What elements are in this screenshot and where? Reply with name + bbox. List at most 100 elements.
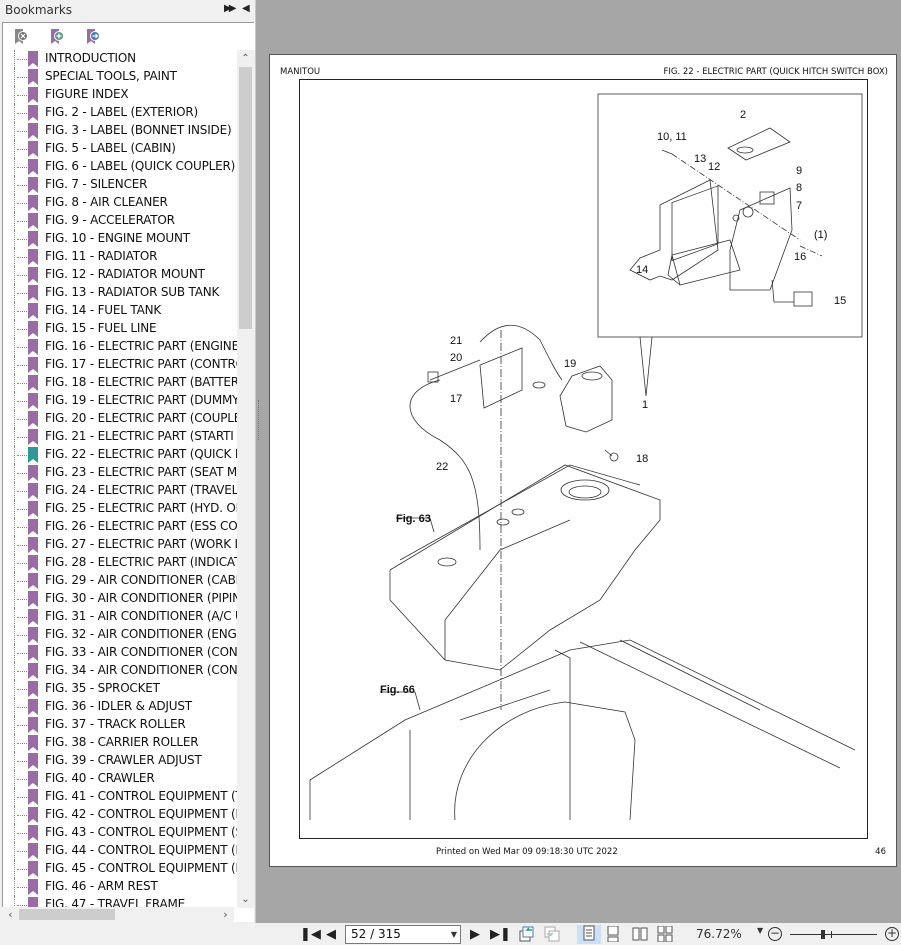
bookmark-item[interactable]: FIG. 7 - SILENCER [3, 176, 237, 194]
panel-options-icon[interactable]: ▶▶ [224, 3, 237, 14]
bookmark-item[interactable]: FIG. 46 - ARM REST [3, 878, 237, 896]
zoom-slider-handle[interactable] [821, 930, 825, 939]
page-dropdown-icon[interactable]: ▼ [450, 930, 457, 939]
bookmark-item[interactable]: FIG. 28 - ELECTRIC PART (INDICAT [3, 554, 237, 572]
bookmark-item[interactable]: FIG. 9 - ACCELERATOR [3, 212, 237, 230]
bookmark-item[interactable]: FIG. 22 - ELECTRIC PART (QUICK H [3, 446, 237, 464]
vertical-scroll-thumb[interactable] [239, 67, 252, 329]
continuous-facing-view-icon[interactable] [656, 925, 674, 943]
bookmark-item[interactable]: FIG. 44 - CONTROL EQUIPMENT (L [3, 842, 237, 860]
bookmark-icon [28, 771, 38, 787]
bookmark-label: FIG. 42 - CONTROL EQUIPMENT (E [45, 807, 237, 821]
tree-connector [17, 311, 27, 312]
bookmark-item[interactable]: FIG. 10 - ENGINE MOUNT [3, 230, 237, 248]
bookmark-label: FIG. 12 - RADIATOR MOUNT [45, 267, 205, 281]
scroll-right-icon[interactable]: › [223, 908, 228, 921]
bookmark-item[interactable]: FIG. 47 - TRAVEL FRAME [3, 896, 237, 908]
zoom-out-icon[interactable]: − [768, 926, 782, 941]
bookmark-item[interactable]: INTRODUCTION [3, 50, 237, 68]
scroll-down-icon[interactable]: ⌄ [241, 894, 250, 905]
delete-bookmark-icon[interactable] [13, 28, 29, 46]
bookmark-item[interactable]: FIG. 2 - LABEL (EXTERIOR) [3, 104, 237, 122]
callout-12: 12 [708, 161, 720, 173]
vertical-scrollbar[interactable]: ⌃ ⌄ [237, 50, 254, 908]
bookmark-item[interactable]: FIG. 36 - IDLER & ADJUST [3, 698, 237, 716]
bookmark-item[interactable]: FIG. 34 - AIR CONDITIONER (COND [3, 662, 237, 680]
bookmark-item[interactable]: FIG. 27 - ELECTRIC PART (WORK L [3, 536, 237, 554]
bookmark-item[interactable]: FIG. 31 - AIR CONDITIONER (A/C U [3, 608, 237, 626]
bookmark-item[interactable]: FIG. 24 - ELECTRIC PART (TRAVEL [3, 482, 237, 500]
bookmark-label: FIG. 3 - LABEL (BONNET INSIDE) [45, 123, 232, 137]
scroll-up-icon[interactable]: ⌃ [241, 53, 250, 64]
bookmark-item[interactable]: FIG. 16 - ELECTRIC PART (ENGINE [3, 338, 237, 356]
bookmark-item[interactable]: FIG. 33 - AIR CONDITIONER (COND [3, 644, 237, 662]
horizontal-scroll-thumb[interactable] [19, 909, 115, 920]
bookmark-item[interactable]: FIG. 41 - CONTROL EQUIPMENT (T [3, 788, 237, 806]
continuous-view-icon[interactable] [605, 925, 621, 943]
bookmark-icon [28, 537, 38, 553]
callout-17: 17 [450, 393, 462, 405]
bookmark-label: FIG. 13 - RADIATOR SUB TANK [45, 285, 220, 299]
add-bookmark-icon[interactable] [49, 28, 65, 46]
bookmark-icon [28, 879, 38, 895]
tree-connector [17, 257, 27, 258]
bookmark-item[interactable]: FIG. 21 - ELECTRIC PART (STARTI [3, 428, 237, 446]
bookmark-item[interactable]: FIG. 20 - ELECTRIC PART (COUPLE [3, 410, 237, 428]
previous-page-icon[interactable]: ◀ [326, 927, 336, 942]
last-page-icon[interactable]: ▶❚ [490, 927, 511, 942]
collapse-panel-icon[interactable]: ◀ [242, 3, 250, 14]
bookmark-item[interactable]: FIG. 12 - RADIATOR MOUNT [3, 266, 237, 284]
bookmark-item[interactable]: FIG. 38 - CARRIER ROLLER [3, 734, 237, 752]
bookmark-item[interactable]: FIG. 8 - AIR CLEANER [3, 194, 237, 212]
bookmark-item[interactable]: FIG. 18 - ELECTRIC PART (BATTER [3, 374, 237, 392]
bookmark-item[interactable]: FIG. 42 - CONTROL EQUIPMENT (E [3, 806, 237, 824]
first-page-icon[interactable]: ❚◀ [300, 927, 321, 942]
tree-connector [17, 365, 27, 366]
bookmark-item[interactable]: FIG. 6 - LABEL (QUICK COUPLER) [3, 158, 237, 176]
bookmark-item[interactable]: FIG. 13 - RADIATOR SUB TANK [3, 284, 237, 302]
next-page-icon[interactable]: ▶ [470, 927, 480, 942]
tree-line [14, 518, 15, 536]
panel-splitter[interactable] [256, 0, 262, 923]
bookmark-item[interactable]: FIG. 11 - RADIATOR [3, 248, 237, 266]
scroll-left-icon[interactable]: ‹ [8, 908, 13, 921]
tree-connector [17, 509, 27, 510]
bookmark-item[interactable]: FIG. 5 - LABEL (CABIN) [3, 140, 237, 158]
bookmark-item[interactable]: FIG. 43 - CONTROL EQUIPMENT (S [3, 824, 237, 842]
zoom-slider[interactable] [790, 930, 877, 939]
previous-view-icon[interactable] [518, 926, 536, 943]
bookmark-item[interactable]: FIG. 19 - ELECTRIC PART (DUMMY [3, 392, 237, 410]
bookmark-item[interactable]: FIG. 17 - ELECTRIC PART (CONTRO [3, 356, 237, 374]
bookmark-item[interactable]: FIG. 39 - CRAWLER ADJUST [3, 752, 237, 770]
bookmark-item[interactable]: FIG. 29 - AIR CONDITIONER (CABII [3, 572, 237, 590]
single-page-view-icon[interactable] [577, 925, 601, 944]
bookmark-label: FIG. 26 - ELECTRIC PART (ESS COI [45, 519, 237, 533]
go-to-bookmark-icon[interactable] [85, 28, 101, 46]
bookmark-icon [28, 105, 38, 121]
horizontal-scrollbar[interactable]: ‹ › [2, 907, 234, 922]
tree-line [14, 590, 15, 608]
page-number-input[interactable]: 52 / 315 ▼ [345, 925, 461, 944]
bookmark-item[interactable]: FIG. 30 - AIR CONDITIONER (PIPIN [3, 590, 237, 608]
zoom-level[interactable]: 76.72% [696, 927, 742, 941]
splitter-grip [258, 400, 260, 440]
zoom-dropdown-icon[interactable]: ▼ [757, 926, 764, 935]
bookmark-item[interactable]: FIG. 14 - FUEL TANK [3, 302, 237, 320]
bookmark-item[interactable]: FIG. 3 - LABEL (BONNET INSIDE) [3, 122, 237, 140]
bookmark-item[interactable]: FIG. 32 - AIR CONDITIONER (ENGI [3, 626, 237, 644]
next-view-icon[interactable] [543, 926, 561, 943]
zoom-in-icon[interactable]: + [885, 926, 899, 941]
bookmark-item[interactable]: FIG. 26 - ELECTRIC PART (ESS COI [3, 518, 237, 536]
bookmark-item[interactable]: FIGURE INDEX [3, 86, 237, 104]
bookmark-item[interactable]: FIG. 23 - ELECTRIC PART (SEAT M [3, 464, 237, 482]
bookmark-item[interactable]: FIG. 37 - TRACK ROLLER [3, 716, 237, 734]
bookmark-item[interactable]: FIG. 15 - FUEL LINE [3, 320, 237, 338]
bookmark-item[interactable]: FIG. 40 - CRAWLER [3, 770, 237, 788]
document-view[interactable]: MANITOU FIG. 22 - ELECTRIC PART (QUICK H… [262, 0, 901, 923]
bookmark-item[interactable]: SPECIAL TOOLS, PAINT [3, 68, 237, 86]
bookmark-item[interactable]: FIG. 25 - ELECTRIC PART (HYD. OI [3, 500, 237, 518]
bookmark-item[interactable]: FIG. 45 - CONTROL EQUIPMENT (P [3, 860, 237, 878]
facing-view-icon[interactable] [631, 926, 649, 943]
page-number-value: 52 / 315 [351, 927, 401, 941]
bookmark-item[interactable]: FIG. 35 - SPROCKET [3, 680, 237, 698]
